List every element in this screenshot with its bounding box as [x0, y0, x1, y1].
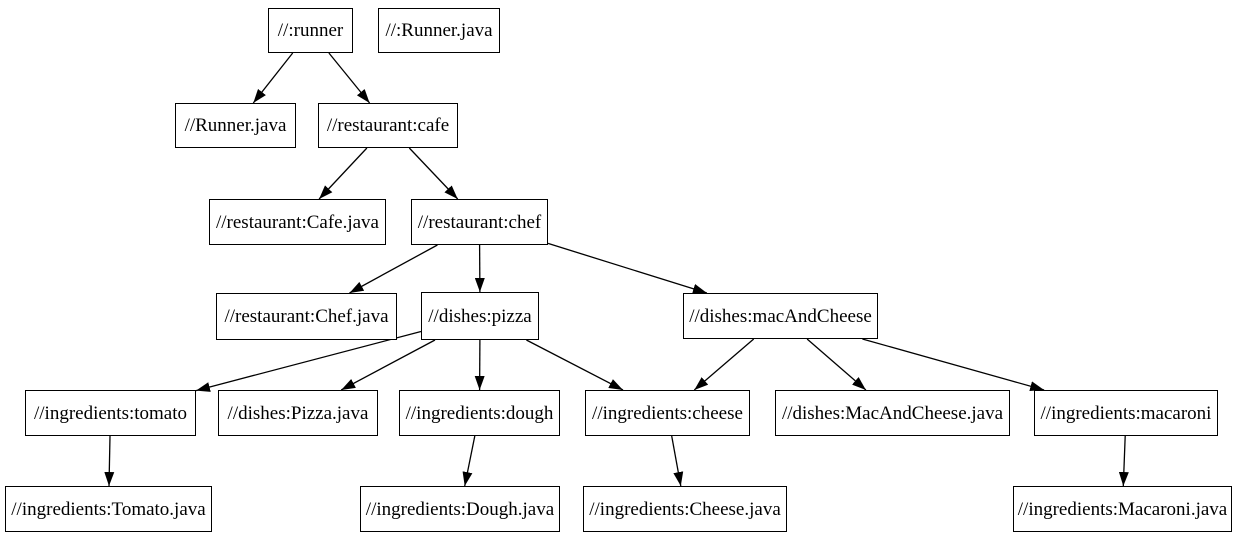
node-cheese-java: //ingredients:Cheese.java: [583, 486, 787, 532]
node-cheese: //ingredients:cheese: [585, 390, 750, 436]
edge-mac_and_cheese-to-macaroni: [862, 338, 1045, 392]
node-tomato: //ingredients:tomato: [25, 390, 196, 436]
node-runner: //:runner: [268, 8, 353, 53]
edge-mac_and_cheese-to-mac_and_cheese_java: [806, 338, 867, 391]
edge-runner-to-cafe: [328, 52, 371, 104]
edge-tomato-to-tomato_java: [104, 435, 115, 487]
edge-cafe-to-chef: [408, 147, 459, 200]
edge-mac_and_cheese-to-cheese: [693, 338, 755, 391]
edge-chef-to-chef_java: [349, 244, 438, 294]
edge-pizza-to-cheese: [526, 339, 624, 391]
node-dough-java: //ingredients:Dough.java: [360, 486, 560, 532]
node-chef: //restaurant:chef: [411, 199, 548, 245]
node-runner-java-src: //Runner.java: [175, 103, 296, 148]
edge-pizza-to-pizza_java: [340, 339, 436, 391]
node-dough: //ingredients:dough: [399, 390, 560, 436]
node-pizza-java: //dishes:Pizza.java: [218, 390, 378, 436]
node-cafe: //restaurant:cafe: [318, 103, 458, 148]
node-macaroni-java: //ingredients:Macaroni.java: [1013, 486, 1232, 532]
edge-pizza-to-tomato: [195, 330, 422, 392]
node-macaroni: //ingredients:macaroni: [1034, 390, 1218, 436]
node-tomato-java: //ingredients:Tomato.java: [5, 486, 212, 532]
node-mac-and-cheese-java: //dishes:MacAndCheese.java: [775, 390, 1010, 436]
edge-cafe-to-cafe_java: [318, 147, 368, 200]
node-chef-java: //restaurant:Chef.java: [216, 293, 397, 340]
node-pizza: //dishes:pizza: [421, 292, 539, 340]
edge-dough-to-dough_java: [462, 435, 476, 487]
edge-macaroni-to-macaroni_java: [1118, 435, 1129, 487]
edge-runner-to-runner_java_src: [252, 52, 294, 104]
node-runner-java-target: //:Runner.java: [378, 8, 500, 53]
node-mac-and-cheese: //dishes:macAndCheese: [683, 293, 878, 339]
edge-cheese-to-cheese_java: [671, 435, 684, 487]
node-cafe-java: //restaurant:Cafe.java: [209, 199, 386, 245]
edge-chef-to-mac_and_cheese: [547, 242, 708, 294]
